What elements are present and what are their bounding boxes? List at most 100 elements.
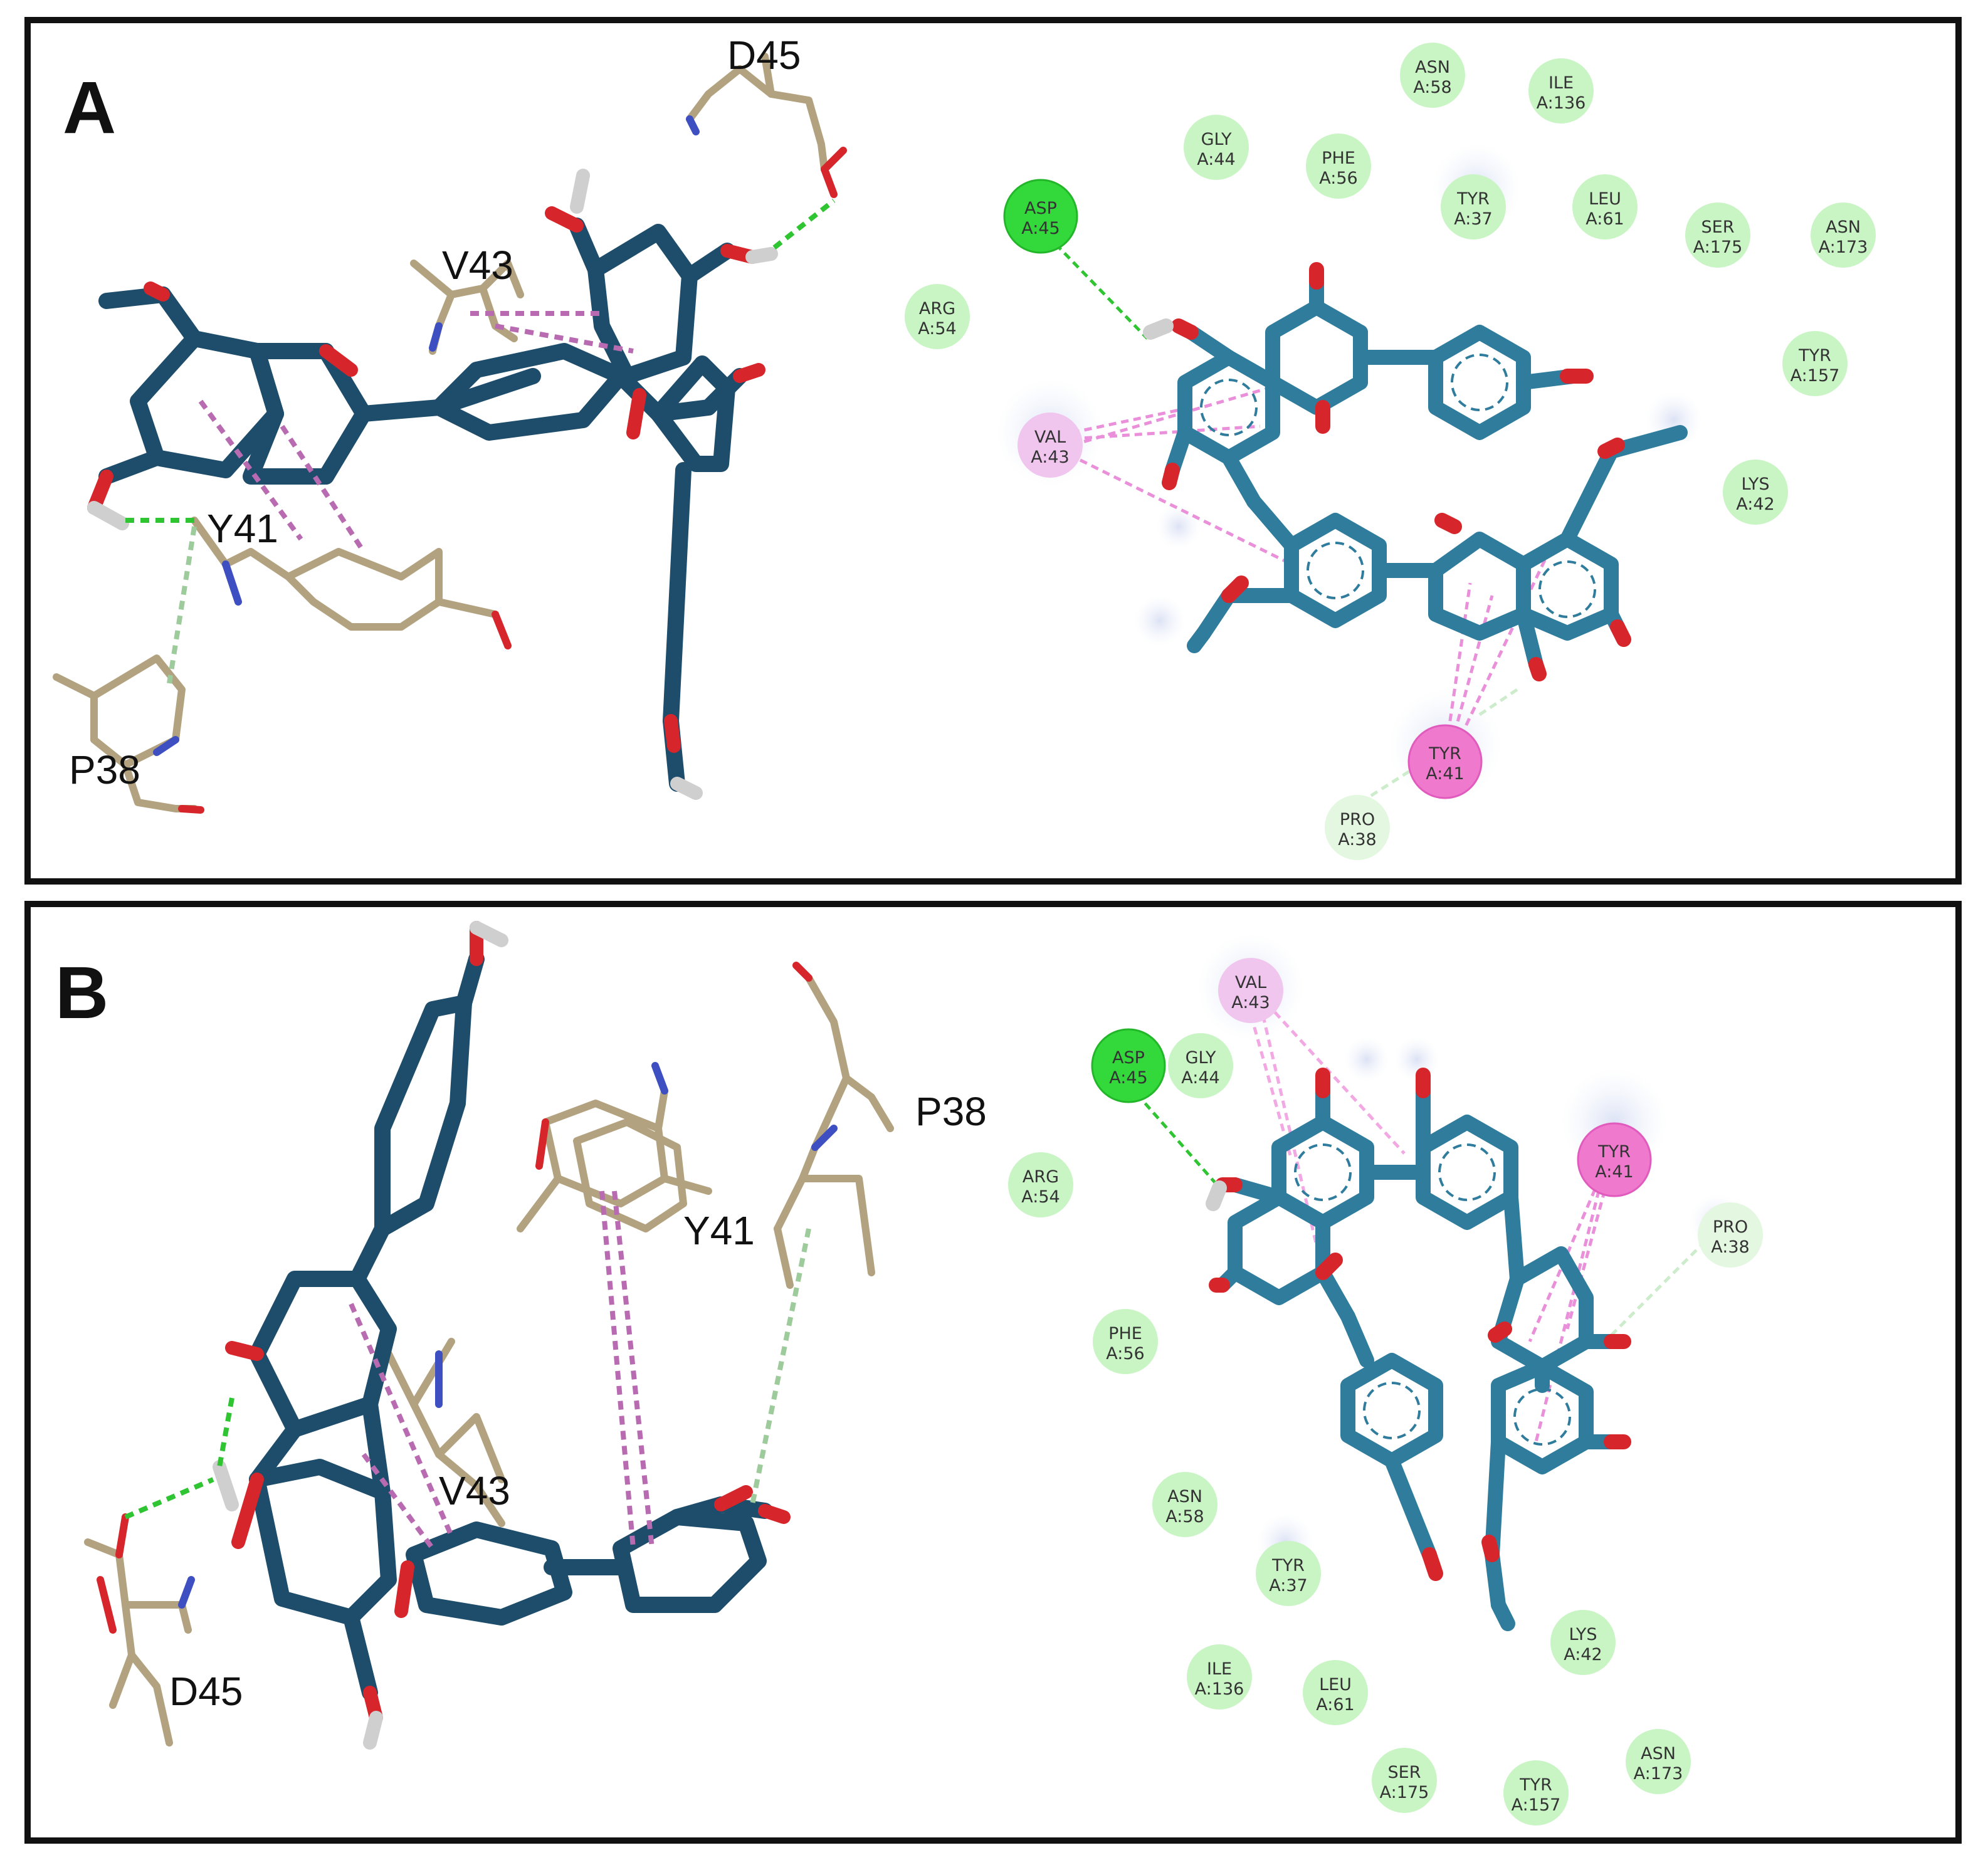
residue-bubble [1372, 1748, 1437, 1813]
panel-a-label-y41: Y41 [207, 506, 278, 551]
panel-a-3d-heteroatoms [87, 169, 778, 800]
residue-bubble [1184, 115, 1249, 180]
residue-id: A:54 [918, 319, 956, 339]
panel-b-3d-view: P38 Y41 V43 D45 [84, 921, 987, 1750]
residue-bubble [1018, 412, 1083, 478]
residue-bubble [1091, 1028, 1166, 1103]
residue-id: A:58 [1165, 1507, 1204, 1526]
panel-b-3d-protein [84, 962, 894, 1747]
residue-name: VAL [1235, 973, 1266, 992]
residue-bubble [1503, 1760, 1569, 1826]
residue-id: A:157 [1512, 1795, 1561, 1815]
residue-id: A:175 [1693, 238, 1743, 257]
residue-name: ASN [1826, 218, 1861, 237]
residue-bubble [1572, 174, 1638, 239]
panel-b-label-d45: D45 [169, 1669, 243, 1714]
residue-id: A:41 [1595, 1162, 1633, 1182]
residue-name: LYS [1569, 1625, 1597, 1644]
residue-bubble [1325, 795, 1390, 860]
residue-name: ASN [1167, 1487, 1202, 1506]
residue-name: TYR [1519, 1775, 1552, 1795]
panel-a-2d-interaction-lines [1046, 234, 1557, 804]
panel-b-letter: B [55, 952, 108, 1034]
residue-id: A:43 [1031, 448, 1069, 467]
panel-b-3d-interactions [124, 1190, 811, 1550]
residue-name: LYS [1741, 475, 1769, 494]
residue-id: A:43 [1231, 993, 1270, 1012]
residue-name: ARG [1023, 1167, 1059, 1187]
panel-b-label-v43: V43 [439, 1468, 510, 1513]
panel-b-3d-heteroatoms [213, 921, 791, 1750]
residue-name: LEU [1319, 1675, 1352, 1694]
residue-id: A:58 [1413, 78, 1451, 97]
residue-name: PHE [1108, 1324, 1142, 1343]
residue-name: LEU [1589, 189, 1621, 209]
residue-id: A:38 [1338, 830, 1376, 849]
residue-bubble [1152, 1472, 1218, 1537]
residue-id: A:42 [1564, 1645, 1602, 1664]
residue-bubble [1306, 134, 1371, 199]
panel-b-frame [24, 901, 1962, 1844]
residue-bubble [1093, 1309, 1158, 1374]
residue-id: A:173 [1819, 238, 1868, 257]
residue-id: A:157 [1791, 366, 1840, 386]
residue-name: SER [1701, 218, 1735, 237]
residue-id: A:37 [1269, 1576, 1307, 1595]
panel-a-3d-protein [53, 53, 847, 814]
residue-bubble [1400, 43, 1465, 108]
residue-bubble [1528, 58, 1594, 123]
residue-id: A:173 [1634, 1764, 1683, 1784]
residue-name: ASN [1415, 58, 1450, 77]
residue-name: GLY [1186, 1048, 1216, 1068]
residue-bubble [1303, 1660, 1368, 1725]
residue-bubble [1003, 179, 1078, 254]
residue-bubble [1626, 1729, 1691, 1794]
residue-name: VAL [1034, 428, 1066, 447]
residue-id: A:56 [1319, 169, 1357, 188]
residue-name: PRO [1713, 1217, 1748, 1237]
panel-a-letter: A [63, 66, 116, 149]
panel-a: A [24, 17, 1962, 885]
residue-bubble [1550, 1610, 1616, 1675]
residue-bubble [1407, 724, 1483, 799]
panel-b-2d-aromatic-rings [1294, 1143, 1571, 1446]
residue-name: ASN [1641, 1744, 1676, 1763]
panel-a-label-p38: P38 [69, 747, 140, 792]
panel-a-3d-interactions [125, 198, 836, 684]
residue-name: ASP [1024, 199, 1057, 218]
panel-b-label-y41: Y41 [683, 1208, 755, 1253]
residue-id: A:44 [1197, 150, 1235, 169]
panel-b-3d-ligand [249, 951, 773, 1701]
panel-b-2d-view: VALA:43ASPA:45GLYA:44TYRA:41ARGA:54PROA:… [1008, 934, 1763, 1826]
panel-a-2d-heteroatoms [1143, 262, 1631, 681]
residue-name: GLY [1201, 130, 1232, 149]
residue-id: A:175 [1380, 1783, 1429, 1802]
residue-name: TYR [1456, 189, 1490, 209]
panel-a-3d-view: D45 V43 Y41 P38 [53, 33, 847, 814]
residue-bubble [1441, 174, 1506, 239]
panel-a-2d-aromatic-rings [1200, 354, 1596, 618]
residue-name: TYR [1798, 346, 1831, 365]
residue-bubble [1168, 1033, 1233, 1098]
